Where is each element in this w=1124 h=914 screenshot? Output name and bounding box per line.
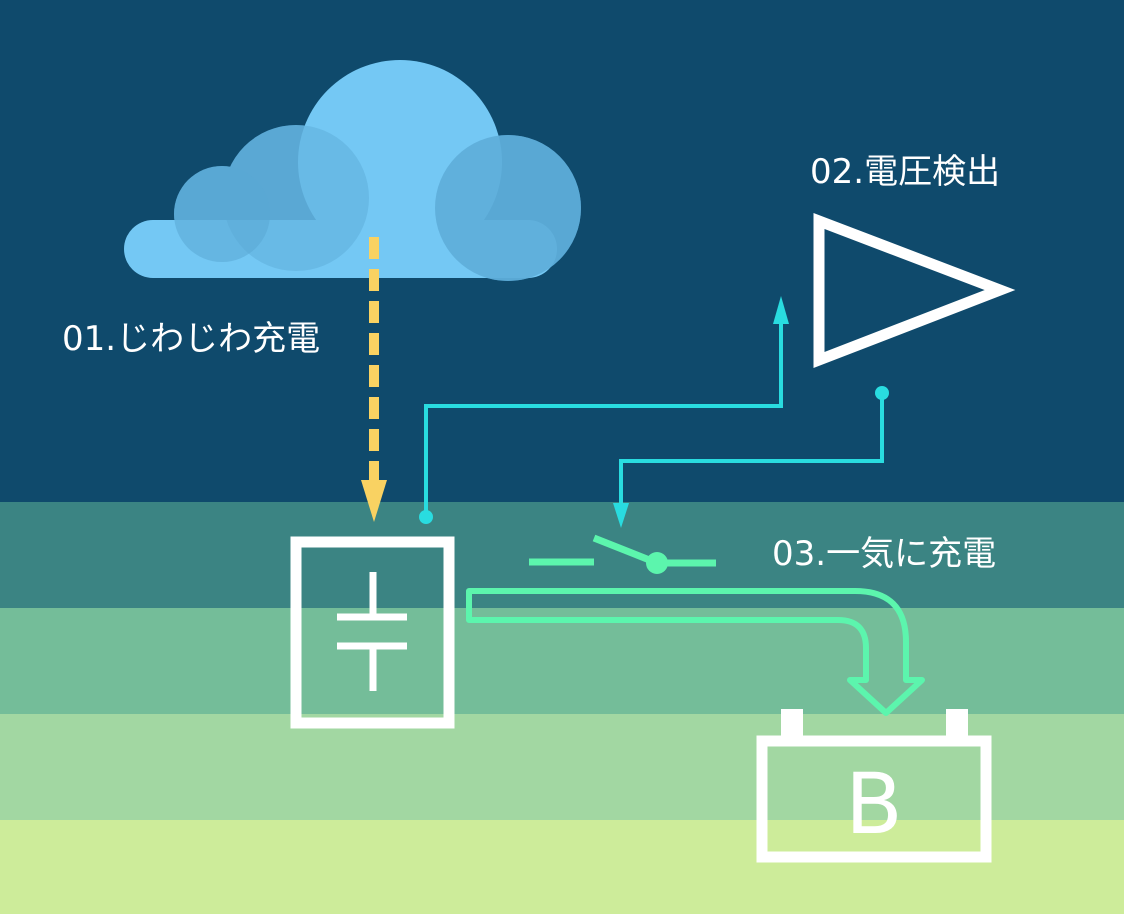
cloud-icon bbox=[124, 60, 581, 281]
ground-band-2 bbox=[0, 608, 1124, 714]
step1-label: 01.じわじわ充電 bbox=[62, 319, 321, 359]
battery-symbol bbox=[756, 709, 992, 863]
step2-label: 02.電圧検出 bbox=[810, 152, 1001, 192]
comparator-symbol bbox=[813, 213, 1016, 369]
voltage-sense-line bbox=[419, 296, 789, 524]
capacitor-symbol bbox=[290, 536, 455, 729]
ground-band-3 bbox=[0, 714, 1124, 820]
slow-charge-arrow bbox=[361, 237, 387, 522]
step3-label: 03.一気に充電 bbox=[772, 534, 997, 574]
switch-control-line bbox=[613, 386, 889, 528]
ground-band-4 bbox=[0, 820, 1124, 914]
fast-charge-arrow bbox=[466, 588, 925, 716]
switch-symbol bbox=[529, 534, 716, 574]
battery-letter: B bbox=[845, 755, 903, 853]
